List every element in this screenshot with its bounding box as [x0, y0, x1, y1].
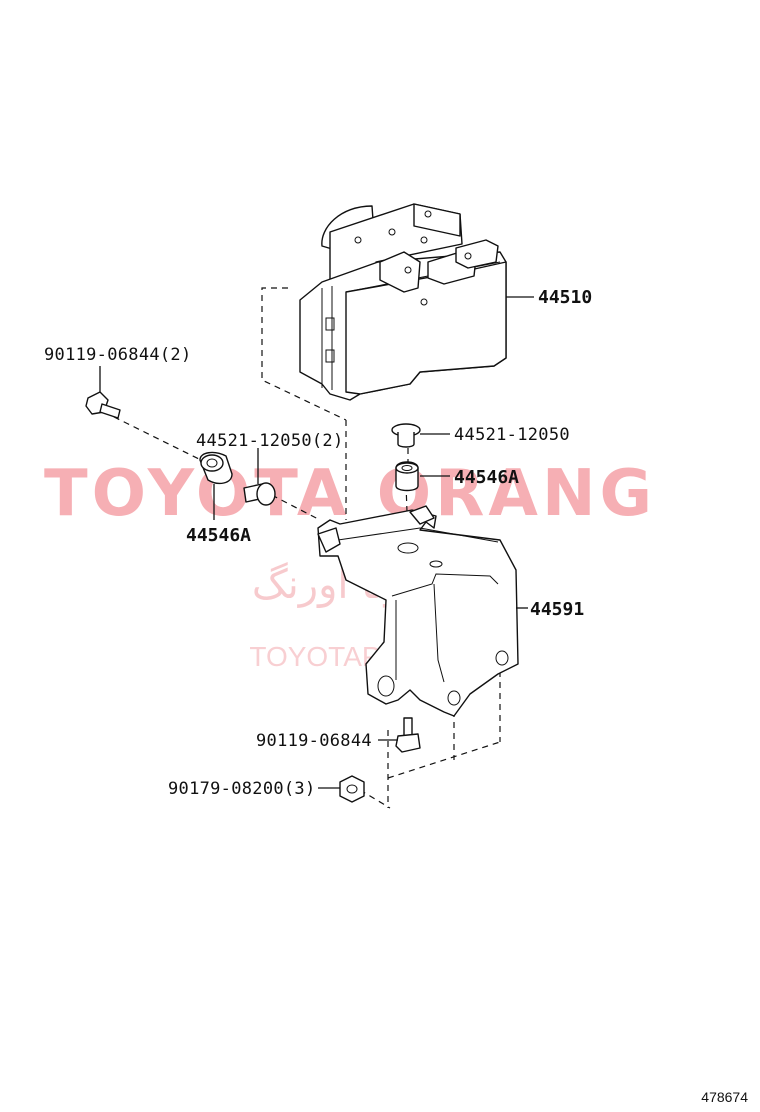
collar-top-drawing — [391, 423, 450, 448]
figure-number: 478674 — [701, 1089, 748, 1105]
nut-bottom-drawing — [318, 775, 365, 803]
watermark-main: TOYOTA ORANG — [44, 457, 656, 531]
cushion-left-drawing — [199, 451, 233, 520]
label-bolt-bottom: 90119-06844 — [256, 731, 372, 751]
label-abs-actuator: 44510 — [538, 287, 592, 308]
collar-left-drawing — [243, 448, 276, 506]
bolt-left-drawing — [85, 366, 121, 419]
label-bolt-left: 90119-06844(2) — [44, 345, 192, 365]
assembly-guide-lines — [103, 287, 501, 809]
bracket-drawing — [317, 505, 519, 717]
label-cushion-top: 44546A — [454, 467, 519, 488]
label-cushion-left: 44546A — [186, 525, 251, 546]
label-nut-bottom: 90179-08200(3) — [168, 779, 316, 799]
label-collar-top: 44521-12050 — [454, 425, 570, 445]
abs-actuator-drawing — [299, 203, 507, 401]
cushion-top-drawing — [395, 461, 450, 492]
label-bracket: 44591 — [530, 599, 584, 620]
label-collar-left: 44521-12050(2) — [196, 431, 344, 451]
bolt-bottom-drawing — [378, 717, 421, 753]
